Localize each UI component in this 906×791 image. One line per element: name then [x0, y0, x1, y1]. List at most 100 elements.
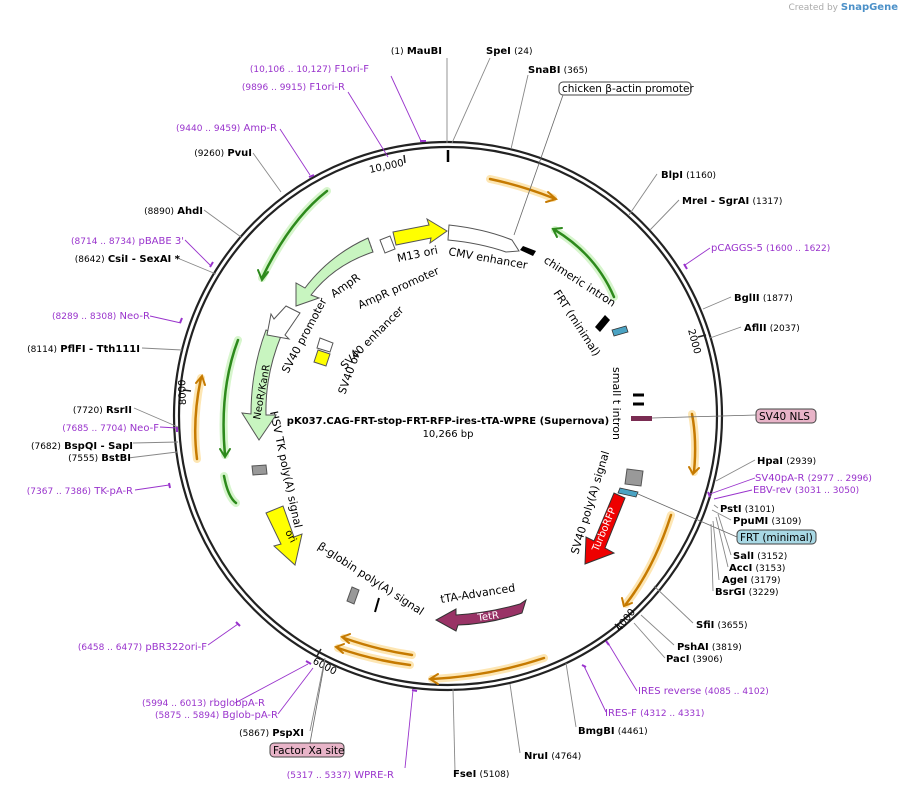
primer-pbabe3: (8714 .. 8734) pBABE 3'	[71, 236, 184, 247]
site-nrui-pos: (4764)	[551, 752, 581, 762]
site-snabi-pos: (365)	[564, 66, 588, 76]
box-chicken-actin: chicken β-actin promoter	[513, 81, 694, 236]
primer-rbglobpa-r-name: rbglobpA-R	[209, 698, 265, 709]
primer-neo-r: (8289 .. 8308) Neo-R	[52, 311, 150, 322]
primer-neo-r-name: Neo-R	[120, 311, 151, 322]
primer-amp-r: (9440 .. 9459) Amp-R	[176, 123, 277, 134]
primer-ires-f-name: IRES-F	[605, 708, 637, 719]
site-agei-pos: (3179)	[751, 576, 781, 586]
site-ppumi-pos: (3109)	[771, 517, 801, 527]
site-mrei: MreI - SgrAI (1317)	[682, 196, 782, 207]
site-psti-pos: (3101)	[745, 505, 775, 515]
site-agei: AgeI (3179)	[722, 575, 781, 586]
site-nrui: NruI (4764)	[524, 751, 581, 762]
primer-bglob-pa-r-name: Bglob-pA-R	[222, 710, 278, 721]
primer-wpre-r-range: (5317 .. 5337)	[287, 771, 351, 781]
site-pflfi-name: PflFI - Tth111I	[60, 344, 140, 355]
feature-orange-bottom-left-outer	[340, 633, 416, 659]
feature-green-left	[219, 336, 242, 459]
feature-beta-globin-polya: β-globin poly(A) signal	[315, 540, 426, 618]
site-maubi-name: MauBI	[407, 46, 442, 57]
site-rsrii-pos: (7720)	[73, 406, 103, 416]
feature-green-left-lower	[220, 472, 240, 507]
primer-wpre-r: (5317 .. 5337) WPRE-R	[287, 770, 394, 781]
primer-rbglobpa-r: (5994 .. 6013) rbglobpA-R	[142, 698, 265, 709]
site-aflii-pos: (2037)	[770, 324, 800, 334]
site-acci: AccI (3153)	[729, 563, 785, 574]
primer-ires-reverse-range: (4085 .. 4102)	[705, 687, 769, 697]
site-pshai-name: PshAI	[677, 642, 709, 653]
site-bspqi-pos: (7682)	[31, 442, 61, 452]
feature-orange-right	[688, 410, 700, 476]
feature-cmv-enhancer: CMV enhancer	[447, 224, 529, 272]
site-rsrii-name: RsrII	[106, 405, 132, 416]
orange-features	[191, 175, 700, 685]
site-snabi-name: SnaBI	[528, 65, 560, 76]
label-tetr: TetR	[476, 610, 500, 624]
site-ahdi: (8890) AhdI	[144, 206, 203, 217]
primer-rbglobpa-r-range: (5994 .. 6013)	[142, 699, 206, 709]
site-paci: PacI (3906)	[666, 654, 723, 665]
site-aflii-name: AflII	[744, 323, 767, 334]
tick-label-4000: 4000	[614, 607, 638, 634]
label-sv40-nls: SV40 NLS	[759, 411, 810, 423]
site-bmgbi-pos: (4461)	[618, 727, 648, 737]
created-by-text: Created by	[788, 3, 838, 13]
site-agei-name: AgeI	[722, 575, 747, 586]
primer-pcaggs-5: pCAGGS-5 (1600 .. 1622)	[711, 243, 830, 254]
label-ampr-promoter: AmpR promoter	[356, 264, 442, 312]
primer-ires-reverse: IRES reverse (4085 .. 4102)	[638, 686, 769, 697]
primer-tk-pa-r-range: (7367 .. 7386)	[27, 487, 91, 497]
site-csii-name: CsiI - SexAI *	[108, 254, 181, 265]
feature-orange-bottom-left-inner	[334, 643, 414, 669]
box-factor-xa: Factor Xa site	[269, 659, 345, 758]
site-pshai: PshAI (3819)	[677, 642, 742, 653]
primer-pcaggs-5-range: (1600 .. 1622)	[766, 244, 830, 254]
tick-4000: 4000	[614, 607, 638, 634]
site-fsei-name: FseI	[453, 769, 476, 780]
box-frt-minimal: FRT (minimal)	[637, 493, 817, 545]
primer-sv40pa-r-name: SV40pA-R	[755, 473, 804, 484]
label-sv40-enhancer: SV40 enhancer	[338, 303, 407, 372]
site-spei-pos: (24)	[514, 47, 532, 57]
primer-wpre-r-name: WPRE-R	[354, 770, 394, 781]
site-sfii: SfiI (3655)	[696, 620, 747, 631]
feature-tta-advanced: tTA-Advanced TetR	[434, 581, 527, 632]
site-pflfi: (8114) PflFI - Tth111I	[27, 344, 140, 355]
site-bglii: BglII (1877)	[734, 293, 793, 304]
site-pflfi-pos: (8114)	[27, 345, 57, 355]
site-rsrii: (7720) RsrII	[73, 405, 132, 416]
label-factor-xa: Factor Xa site	[273, 745, 344, 757]
primer-neo-f-range: (7685 .. 7704)	[62, 424, 126, 434]
site-bsrgi-pos: (3229)	[749, 588, 779, 598]
feature-green-top-right	[551, 226, 618, 301]
label-ampr: AmpR	[328, 271, 363, 301]
feature-orange-lower-right	[621, 511, 675, 608]
label-chicken-actin: chicken β-actin promoter	[562, 83, 694, 95]
feature-neokanr: NeoR/KanR	[241, 329, 282, 441]
label-frt-minimal-box: FRT (minimal)	[740, 532, 813, 544]
primer-sv40pa-r: SV40pA-R (2977 .. 2996)	[755, 473, 872, 484]
site-csii: (8642) CsiI - SexAI *	[75, 254, 181, 265]
site-mrei-name: MreI - SgrAI	[682, 196, 749, 207]
site-paci-pos: (3906)	[693, 655, 723, 665]
site-csii-pos: (8642)	[75, 255, 105, 265]
site-bstbi-name: BstBI	[101, 453, 131, 464]
site-leader-lines	[127, 57, 756, 772]
primer-f1ori-r: (9896 .. 9915) F1ori-R	[242, 82, 345, 93]
site-pspxi: (5867) PspXI	[239, 728, 304, 739]
primer-ires-reverse-name: IRES reverse	[638, 686, 701, 697]
primer-pcaggs-5-name: pCAGGS-5	[711, 243, 763, 254]
site-blpi: BlpI (1160)	[661, 170, 716, 181]
tick-label-10000: 10,000	[368, 158, 405, 176]
label-beta-globin: β-globin poly(A) signal	[315, 540, 426, 618]
site-bmgbi: BmgBI (4461)	[578, 726, 648, 737]
feature-ori: ori	[265, 505, 303, 566]
tick-label-2000: 2000	[685, 328, 702, 355]
label-ori: ori	[282, 528, 298, 545]
site-ahdi-pos: (8890)	[144, 207, 174, 217]
primer-ires-f-range: (4312 .. 4331)	[640, 709, 704, 719]
site-ahdi-name: AhdI	[177, 206, 203, 217]
primer-pbabe3-range: (8714 .. 8734)	[71, 237, 135, 247]
